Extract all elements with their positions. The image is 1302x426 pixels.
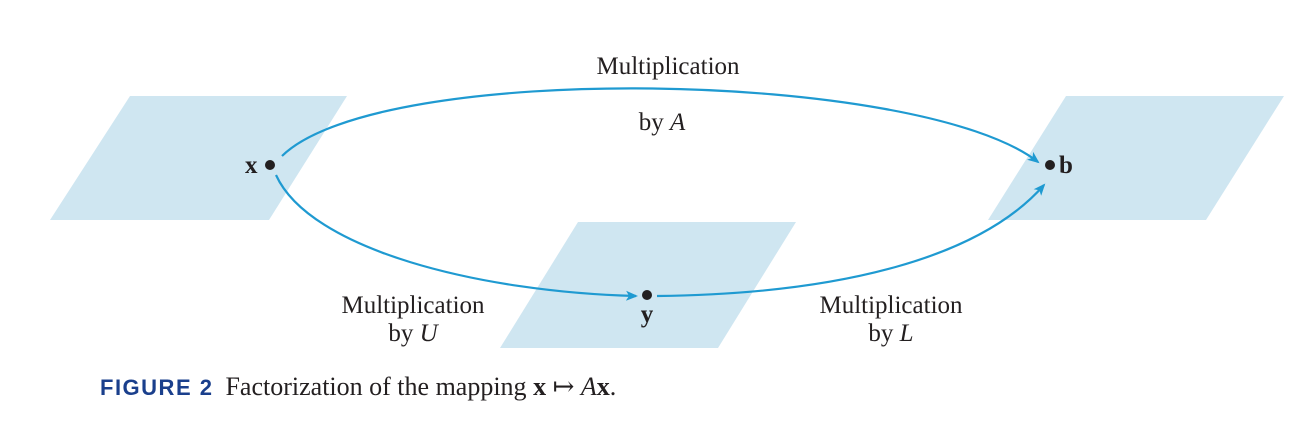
domain-plane-left bbox=[50, 96, 347, 220]
point-b-label: b bbox=[1059, 152, 1073, 179]
codomain-plane-right bbox=[988, 96, 1284, 220]
arrow-y-to-b bbox=[656, 183, 1046, 298]
l-arrow-label-line1: Multiplication bbox=[819, 292, 963, 319]
figure-caption: FIGURE 2 Factorization of the mapping x ↦… bbox=[100, 372, 616, 402]
point-y bbox=[642, 290, 652, 300]
l-arrow-label-line2: by L bbox=[868, 320, 913, 347]
caption-period: . bbox=[609, 372, 617, 401]
arrow-x-to-y bbox=[274, 174, 638, 301]
point-b bbox=[1045, 160, 1055, 170]
top-arrow-label-line1: Multiplication bbox=[596, 53, 740, 80]
intermediate-plane-bottom bbox=[500, 222, 796, 348]
u-arrow-label-line1: Multiplication bbox=[341, 292, 485, 319]
caption-x2: x bbox=[596, 372, 610, 401]
point-x bbox=[265, 160, 275, 170]
point-x-label: x bbox=[245, 152, 258, 179]
top-arrow-label-line2: by A bbox=[639, 109, 686, 136]
point-y-label: y bbox=[641, 301, 654, 328]
caption-A: A bbox=[580, 372, 597, 401]
arrow-x-to-b bbox=[281, 87, 1040, 164]
caption-x: x bbox=[533, 372, 547, 401]
u-arrow-label-line2: by U bbox=[388, 320, 439, 347]
figure-number: FIGURE 2 bbox=[100, 375, 214, 400]
caption-mapsto: ↦ bbox=[546, 372, 581, 401]
caption-text: Factorization of the mapping bbox=[225, 372, 534, 401]
